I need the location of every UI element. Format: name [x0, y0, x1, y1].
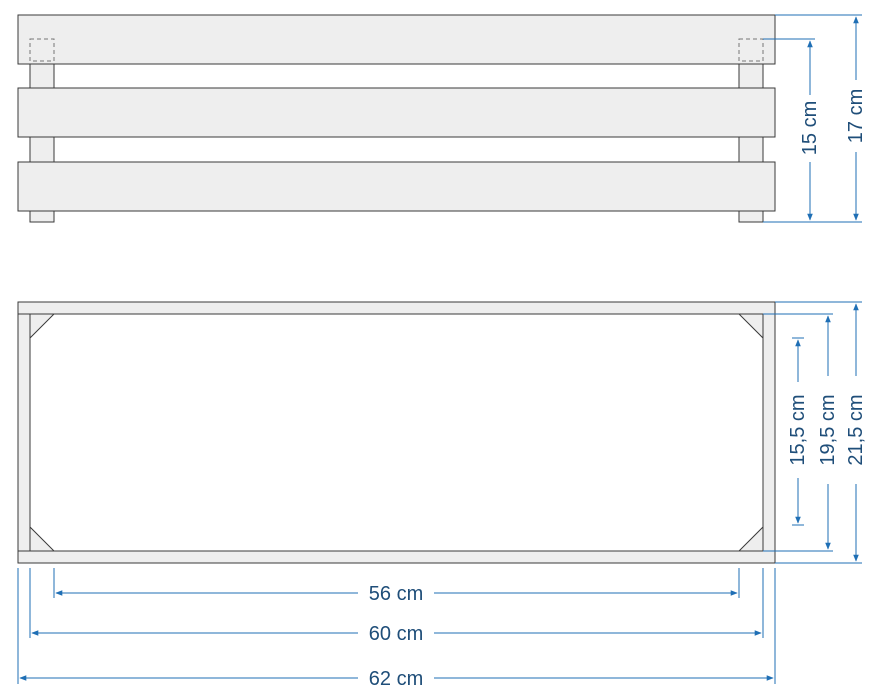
dim-label-195: 19,5 cm [817, 394, 839, 465]
top-view: 15,5 cm 19,5 cm 21,5 cm 56 cm 60 cm 62 c… [17, 301, 867, 690]
dim-label-56: 56 cm [369, 583, 423, 605]
bottom-board [17, 161, 776, 212]
dim-label-15: 15 cm [799, 101, 821, 155]
corner-block-bottom-left [29, 525, 56, 552]
corner-block-top-left [29, 313, 56, 340]
top-board [17, 14, 776, 65]
dim-label-215: 21,5 cm [845, 394, 867, 465]
front-view: 15 cm 17 cm [17, 14, 867, 223]
hidden-post-right [738, 38, 764, 62]
corner-block-top-right [737, 313, 764, 340]
inner-opening [29, 313, 764, 552]
hidden-post-left [29, 38, 55, 62]
middle-board [17, 87, 776, 138]
corner-block-bottom-right [737, 525, 764, 552]
dim-label-62: 62 cm [369, 668, 423, 690]
dim-label-60: 60 cm [369, 623, 423, 645]
dim-label-155: 15,5 cm [787, 394, 809, 465]
dim-label-17: 17 cm [845, 89, 867, 143]
